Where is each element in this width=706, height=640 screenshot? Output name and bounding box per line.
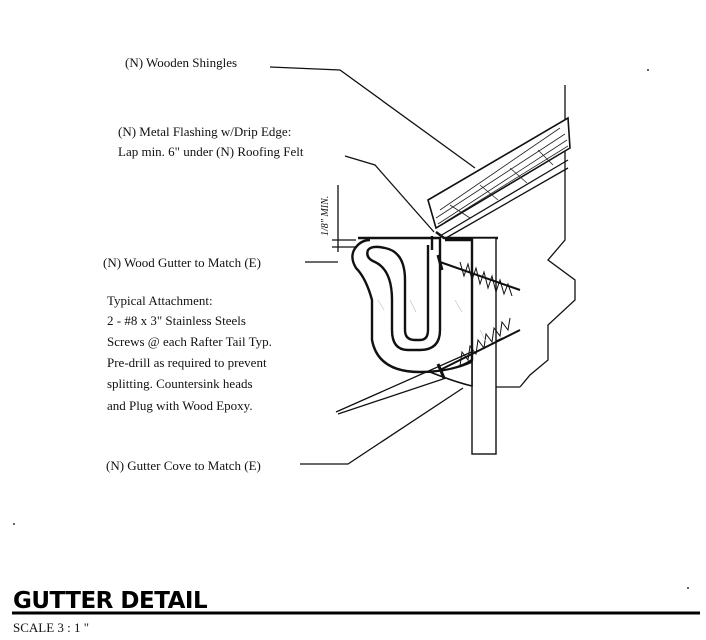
drawing-title: GUTTER DETAIL bbox=[13, 588, 208, 614]
label-wooden-shingles: (N) Wooden Shingles bbox=[125, 55, 237, 70]
label-attachment-line3: Screws @ each Rafter Tail Typ. bbox=[107, 334, 272, 349]
leader-shingles bbox=[269, 66, 476, 169]
roof-felt-line bbox=[439, 159, 569, 237]
label-attachment-line4: Pre-drill as required to prevent bbox=[107, 355, 267, 370]
label-clearance: 1/8" MIN. bbox=[320, 196, 331, 236]
wall-outline bbox=[519, 85, 576, 388]
speck bbox=[687, 587, 689, 589]
wooden-shingles bbox=[427, 116, 571, 230]
gutter-inner-profile bbox=[358, 236, 442, 352]
label-attachment-line6: and Plug with Wood Epoxy. bbox=[107, 398, 253, 413]
speck bbox=[13, 523, 15, 525]
roof-sheathing-line bbox=[445, 167, 569, 239]
label-wood-gutter: (N) Wood Gutter to Match (E) bbox=[103, 255, 261, 270]
leader-cove bbox=[300, 387, 464, 465]
screw-upper bbox=[436, 254, 521, 297]
screw-lower bbox=[436, 317, 521, 379]
leader-flashing bbox=[344, 155, 435, 233]
label-gutter-cove: (N) Gutter Cove to Match (E) bbox=[106, 458, 261, 473]
label-attachment-line2: 2 - #8 x 3" Stainless Steels bbox=[107, 313, 246, 328]
label-metal-flashing-line1: (N) Metal Flashing w/Drip Edge: bbox=[118, 124, 291, 139]
drawing-scale: SCALE 3 : 1 " bbox=[13, 620, 89, 635]
wood-grain-marks bbox=[377, 299, 487, 343]
label-attachment-line5: splitting. Countersink heads bbox=[107, 376, 253, 391]
shingle-hatching bbox=[435, 127, 569, 225]
speck bbox=[647, 69, 649, 71]
label-metal-flashing-line2: Lap min. 6" under (N) Roofing Felt bbox=[118, 144, 304, 159]
label-attachment-line1: Typical Attachment: bbox=[107, 293, 213, 308]
